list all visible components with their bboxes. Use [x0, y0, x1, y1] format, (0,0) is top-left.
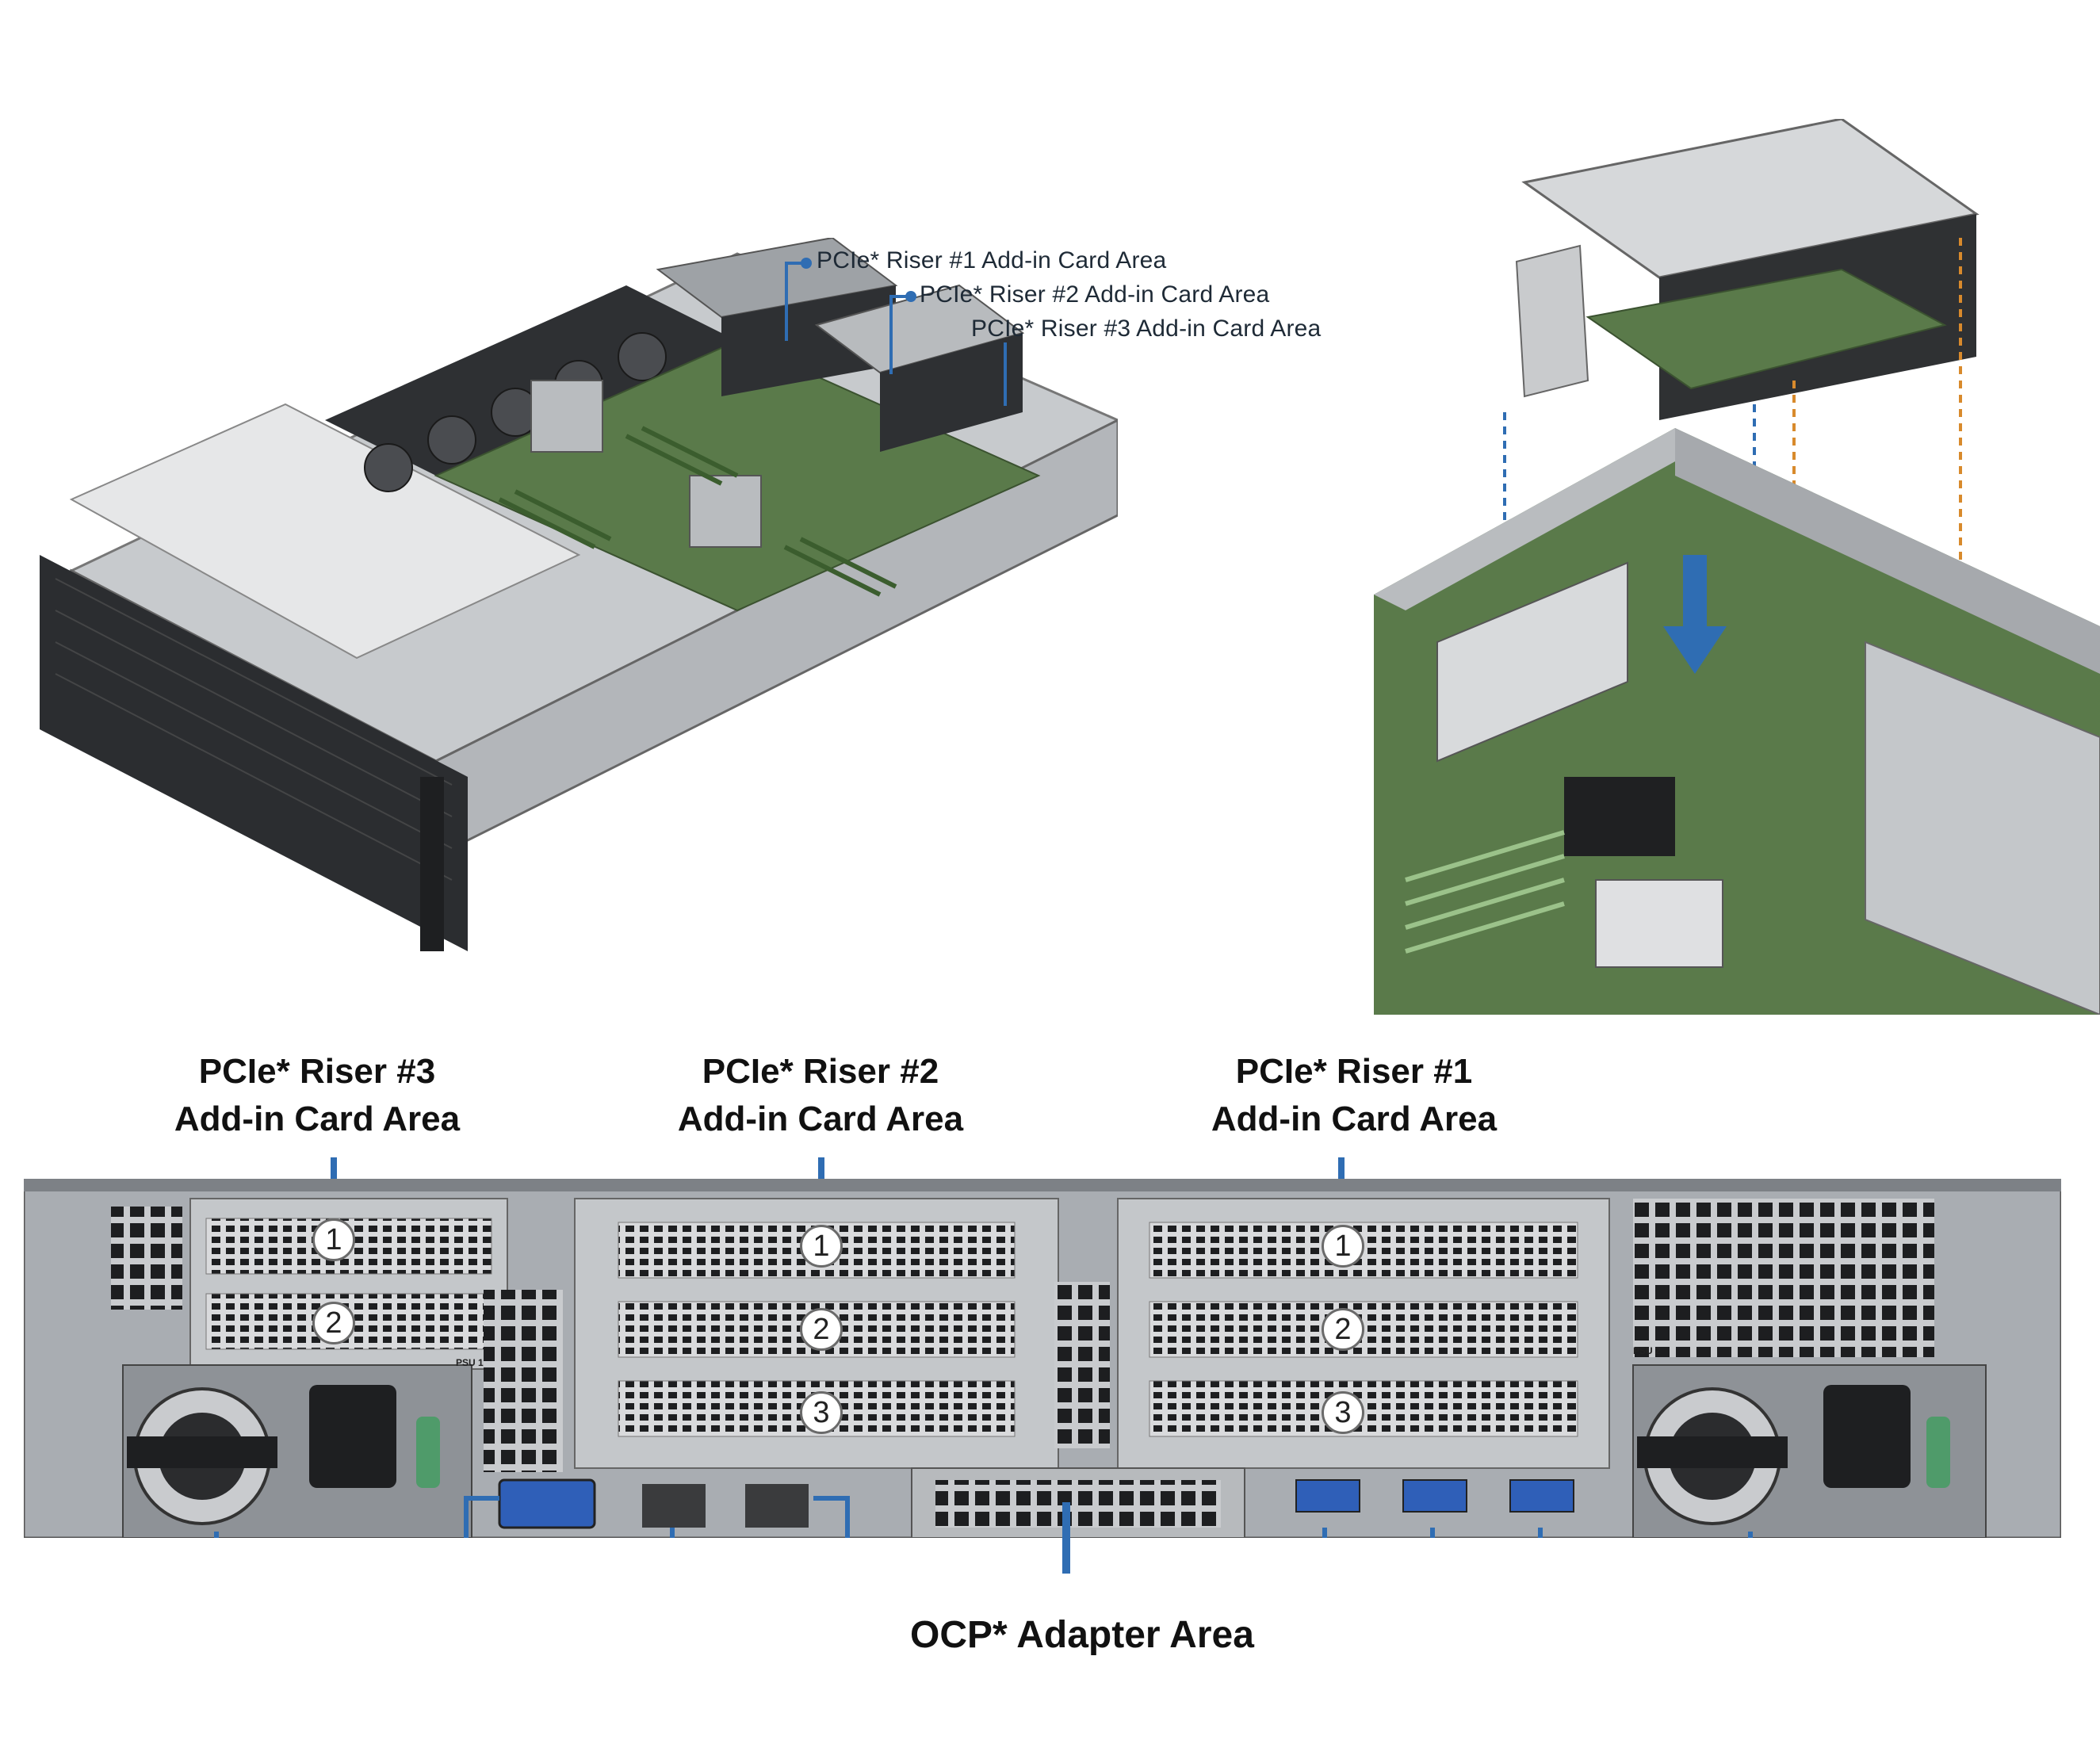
callout-leader-1v — [785, 262, 788, 341]
callout-leader-1h — [785, 262, 805, 265]
callout-leader-2v — [889, 295, 893, 374]
riser-2-pointer — [818, 1157, 824, 1197]
riser-1-slot-2: 2 — [1322, 1308, 1364, 1351]
riser-3-pointer — [331, 1157, 337, 1197]
chassis-drawing — [40, 236, 1121, 951]
chassis-illustration — [24, 236, 1121, 975]
riser-1-slot-1: 1 — [1322, 1225, 1364, 1268]
riser-1-pointer — [1338, 1157, 1345, 1197]
callout-dot-1 — [801, 258, 812, 269]
rear-panel-drawing — [22, 1177, 2063, 1539]
riser-3-slot-2: 2 — [312, 1302, 355, 1344]
rear-riser-3-label: PCIe* Riser #3 Add-in Card Area — [79, 1048, 555, 1143]
rear-riser-2-line2: Add-in Card Area — [677, 1100, 964, 1138]
riser-3-slot-1: 1 — [312, 1218, 355, 1261]
rear-riser-3-line2: Add-in Card Area — [174, 1100, 461, 1138]
rear-riser-2-label: PCIe* Riser #2 Add-in Card Area — [583, 1048, 1058, 1143]
riser-2-slot-1: 1 — [800, 1225, 843, 1268]
riser-install-drawing — [1374, 117, 2100, 1016]
callout-riser-1: PCIe* Riser #1 Add-in Card Area — [817, 247, 1167, 273]
callout-leader-2h — [889, 295, 910, 298]
rear-panel — [22, 1177, 2063, 1539]
ocp-adapter-area-label: OCP* Adapter Area — [910, 1614, 1254, 1656]
callout-riser-2: PCIe* Riser #2 Add-in Card Area — [920, 281, 1270, 308]
psu-2-tag: PSU 2 — [1633, 1345, 1661, 1356]
riser-2-slot-2: 2 — [800, 1308, 843, 1351]
riser-install-illustration — [1374, 117, 2100, 1016]
ocp-pointer — [1062, 1502, 1070, 1574]
riser-2-slot-3: 3 — [800, 1391, 843, 1434]
rear-riser-1-label: PCIe* Riser #1 Add-in Card Area — [1116, 1048, 1592, 1143]
callout-leader-3v — [1004, 342, 1007, 406]
rear-riser-3-line1: PCIe* Riser #3 — [198, 1052, 436, 1091]
callout-dot-2 — [905, 291, 916, 302]
rear-riser-1-line2: Add-in Card Area — [1211, 1100, 1498, 1138]
rear-riser-1-line1: PCIe* Riser #1 — [1235, 1052, 1473, 1091]
riser-1-slot-3: 3 — [1322, 1391, 1364, 1434]
psu-1-tag: PSU 1 — [456, 1357, 484, 1368]
callout-riser-3: PCIe* Riser #3 Add-in Card Area — [971, 316, 1322, 342]
rear-riser-2-line1: PCIe* Riser #2 — [702, 1052, 939, 1091]
